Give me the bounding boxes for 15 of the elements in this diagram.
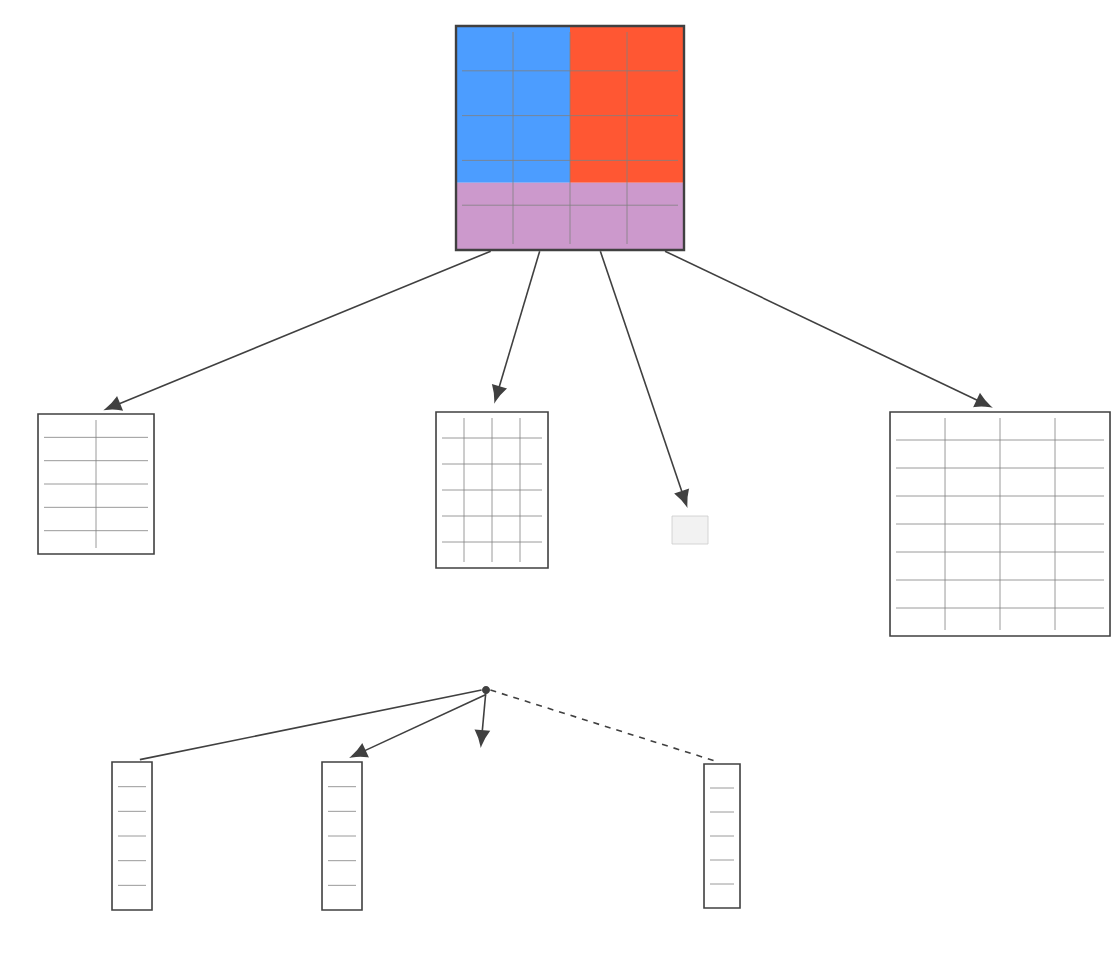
arrow xyxy=(105,250,492,411)
table-drawing xyxy=(454,24,686,252)
table-drawing xyxy=(321,761,363,911)
table-drawing xyxy=(37,413,155,555)
table-drawing xyxy=(111,761,153,911)
table-drawing xyxy=(703,763,741,909)
arrow xyxy=(599,250,689,507)
box xyxy=(671,515,709,545)
arrow xyxy=(492,250,541,402)
arrow xyxy=(475,689,490,747)
table-drawing xyxy=(435,411,549,569)
table-drawing xyxy=(889,411,1111,637)
arrow xyxy=(351,693,487,758)
branch-point xyxy=(482,686,490,694)
arrow xyxy=(664,250,992,408)
